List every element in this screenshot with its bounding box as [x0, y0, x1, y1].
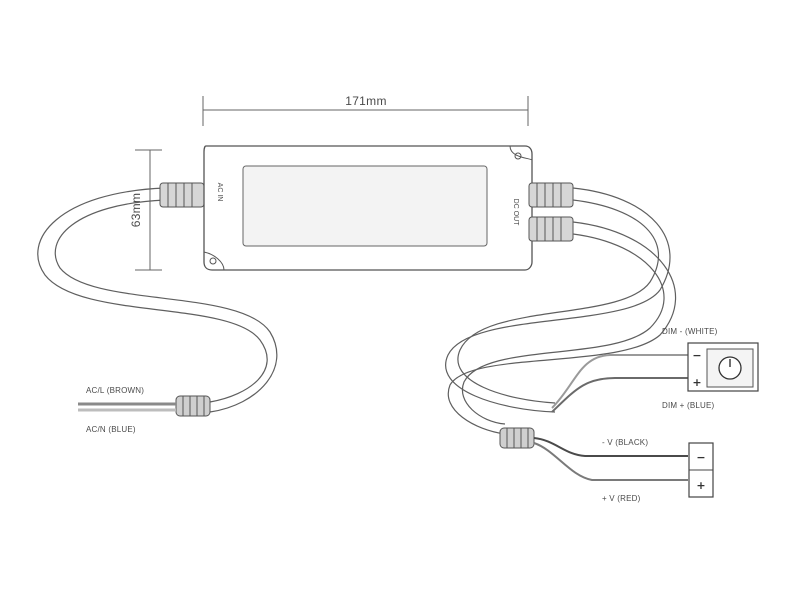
- terminal-plus-symbol: +: [696, 479, 705, 492]
- height-dimension: [135, 149, 162, 271]
- power-inline-connector: [499, 427, 535, 449]
- power-wires: [533, 437, 688, 481]
- dim-plus-label: DIM + (BLUE): [662, 401, 715, 410]
- power-cable: [447, 221, 677, 435]
- input-cable: [37, 187, 278, 413]
- dimmer-knob-icon: [718, 356, 742, 380]
- dimmer-minus-symbol: −: [692, 349, 701, 362]
- driver-body: [203, 145, 533, 271]
- ac-live-label: AC/L (BROWN): [86, 386, 144, 395]
- dim-wires: [551, 354, 696, 413]
- input-connector: [159, 182, 205, 208]
- dimmer-switch: [687, 342, 759, 392]
- output-connector-bottom: [528, 216, 574, 242]
- terminal-minus-symbol: −: [696, 451, 705, 464]
- width-dimension-label: 171mm: [345, 94, 387, 108]
- dim-cable: [445, 187, 671, 413]
- power-terminal: [688, 442, 714, 498]
- output-connector-top: [528, 182, 574, 208]
- driver-input-label: AC IN: [216, 183, 223, 202]
- v-minus-label: - V (BLACK): [602, 438, 648, 447]
- driver-output-label: DC OUT: [512, 199, 519, 227]
- dimmer-plus-symbol: +: [692, 376, 701, 389]
- dim-minus-label: DIM - (WHITE): [662, 327, 718, 336]
- height-dimension-label: 63mm: [129, 193, 143, 228]
- ac-neutral-label: AC/N (BLUE): [86, 425, 136, 434]
- width-dimension: [202, 96, 529, 126]
- ac-wires: [78, 402, 176, 412]
- ac-inline-connector: [175, 395, 211, 417]
- v-plus-label: + V (RED): [602, 494, 641, 503]
